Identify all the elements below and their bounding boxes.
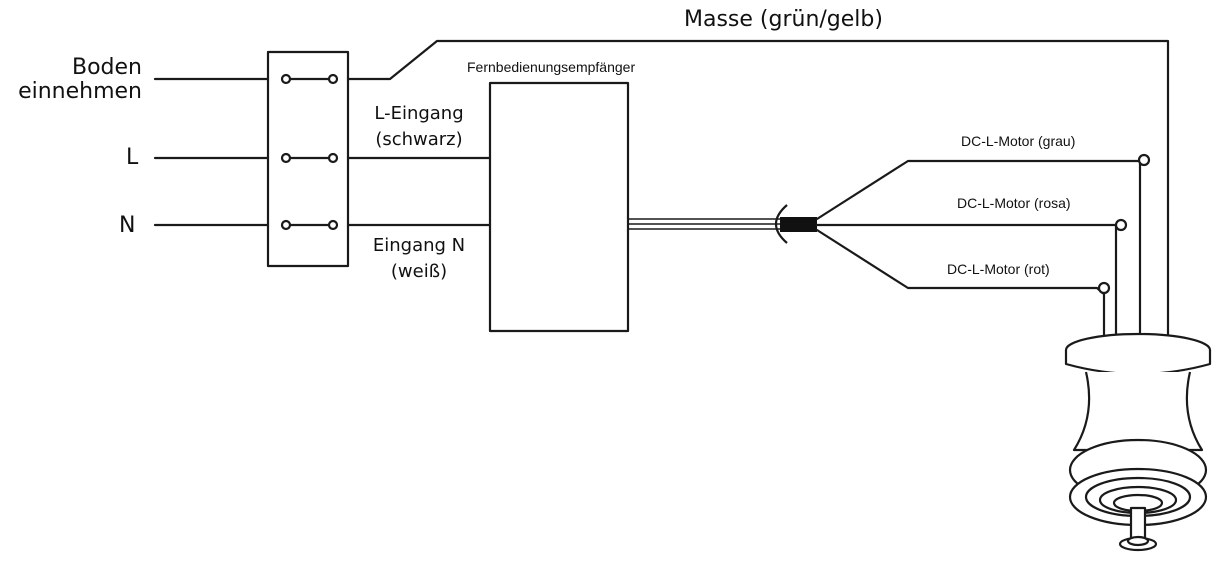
wire-motor-rot: [815, 228, 1106, 338]
remote-receiver-box: [488, 81, 630, 333]
label-eingang-n-line1: Eingang N: [372, 235, 466, 256]
label-motor-grau: DC-L-Motor (grau): [961, 133, 1076, 149]
connector-plug: [780, 217, 817, 232]
label-boden-line1: Boden: [72, 55, 142, 80]
terminal-ground: [280, 73, 339, 85]
label-boden-line2: einnehmen: [18, 79, 142, 105]
label-eingang-n: Eingang N (weiß): [364, 236, 474, 282]
label-l-eingang: L-Eingang (schwarz): [364, 104, 474, 150]
terminal-rot: [1097, 281, 1111, 295]
wire-motor-grau: [815, 159, 1142, 338]
fan-motor-icon: [1064, 332, 1212, 552]
label-boden: Boden einnehmen: [18, 55, 142, 105]
wire-motor-rosa: [815, 223, 1118, 338]
connector-cap: [774, 204, 788, 244]
terminal-n: [280, 219, 339, 231]
label-motor-rot: DC-L-Motor (rot): [947, 261, 1050, 277]
terminal-l: [280, 152, 339, 164]
label-l-eingang-line2: (schwarz): [375, 128, 463, 150]
wire-masse: [346, 39, 1170, 338]
label-l: L: [126, 145, 139, 170]
label-eingang-n-line2: (weiß): [390, 260, 448, 282]
label-l-eingang-line1: L-Eingang: [374, 103, 464, 124]
label-receiver: Fernbedienungsempfänger: [467, 59, 636, 75]
receiver-output-cable: [628, 218, 780, 230]
terminal-grau: [1137, 153, 1151, 167]
label-n: N: [119, 213, 136, 238]
label-motor-rosa: DC-L-Motor (rosa): [957, 195, 1071, 211]
label-masse: Masse (grün/gelb): [684, 7, 883, 32]
terminal-rosa: [1114, 218, 1128, 232]
